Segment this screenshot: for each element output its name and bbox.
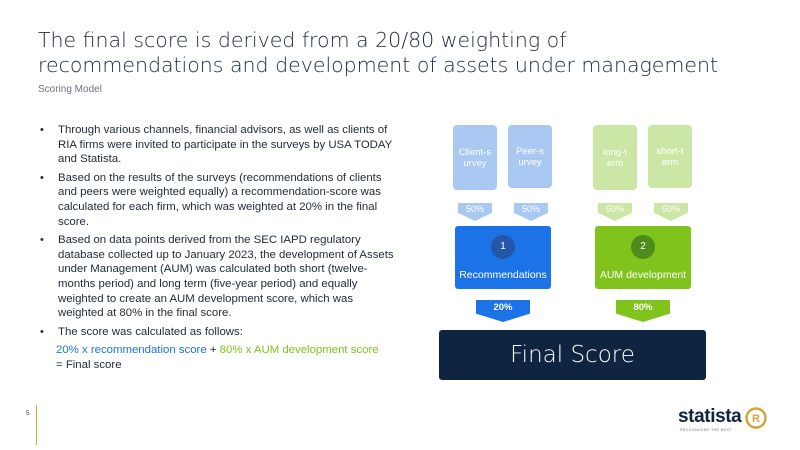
step-number-badge: 2 — [631, 235, 655, 259]
bullet-item: Based on the results of the surveys (rec… — [38, 171, 400, 229]
statista-logo: statista RECOGNIZING THE BEST R — [678, 406, 768, 436]
step-number-badge: 1 — [491, 235, 515, 259]
badge-letter: R — [752, 413, 760, 425]
formula-recommendation-part: 20% x recommendation score — [56, 344, 207, 356]
bullet-item: Through various channels, financial advi… — [38, 123, 400, 167]
recommendations-label: Recommendations — [459, 269, 547, 281]
peer-survey-label: Peer-survey — [516, 145, 544, 168]
recommendations-box: 1 Recommendations — [455, 226, 551, 289]
page-divider — [36, 405, 37, 445]
logo-tagline: RECOGNIZING THE BEST — [680, 428, 732, 432]
long-term-weight-arrow: 50% — [598, 203, 632, 221]
short-term-box: short-term — [648, 125, 692, 188]
final-score-box: Final Score — [439, 330, 706, 380]
client-survey-box: Client-survey — [453, 125, 497, 190]
long-term-box: long-term — [593, 125, 637, 190]
page-subtitle: Scoring Model — [38, 84, 102, 95]
long-term-label: long-term — [603, 146, 627, 169]
formula-aum-part: 80% x AUM development score — [219, 344, 379, 356]
recommendations-weight-arrow: 20% — [476, 300, 530, 322]
client-survey-weight-arrow: 50% — [458, 203, 492, 221]
aum-development-label: AUM development — [599, 269, 687, 281]
logo-wordmark: statista — [678, 406, 742, 427]
page-title: The final score is derived from a 20/80 … — [38, 28, 719, 77]
short-term-label: short-term — [656, 145, 684, 168]
bullet-item: The score was calculated as follows: — [38, 325, 400, 340]
page-number: 5 — [26, 410, 30, 417]
short-term-weight-arrow: 50% — [654, 203, 688, 221]
bullet-list: Through various channels, financial advi… — [38, 123, 400, 343]
award-badge-icon: R — [745, 407, 767, 429]
bullet-item: Based on data points derived from the SE… — [38, 233, 400, 321]
aum-weight-arrow: 80% — [616, 300, 670, 322]
peer-survey-weight-arrow: 50% — [514, 203, 548, 221]
peer-survey-box: Peer-survey — [508, 125, 552, 188]
client-survey-label: Client-survey — [458, 146, 492, 169]
score-formula: 20% x recommendation score + 80% x AUM d… — [56, 343, 386, 372]
formula-result: = Final score — [56, 358, 122, 371]
formula-plus: + — [206, 344, 220, 356]
aum-development-box: 2 AUM development — [595, 226, 691, 289]
